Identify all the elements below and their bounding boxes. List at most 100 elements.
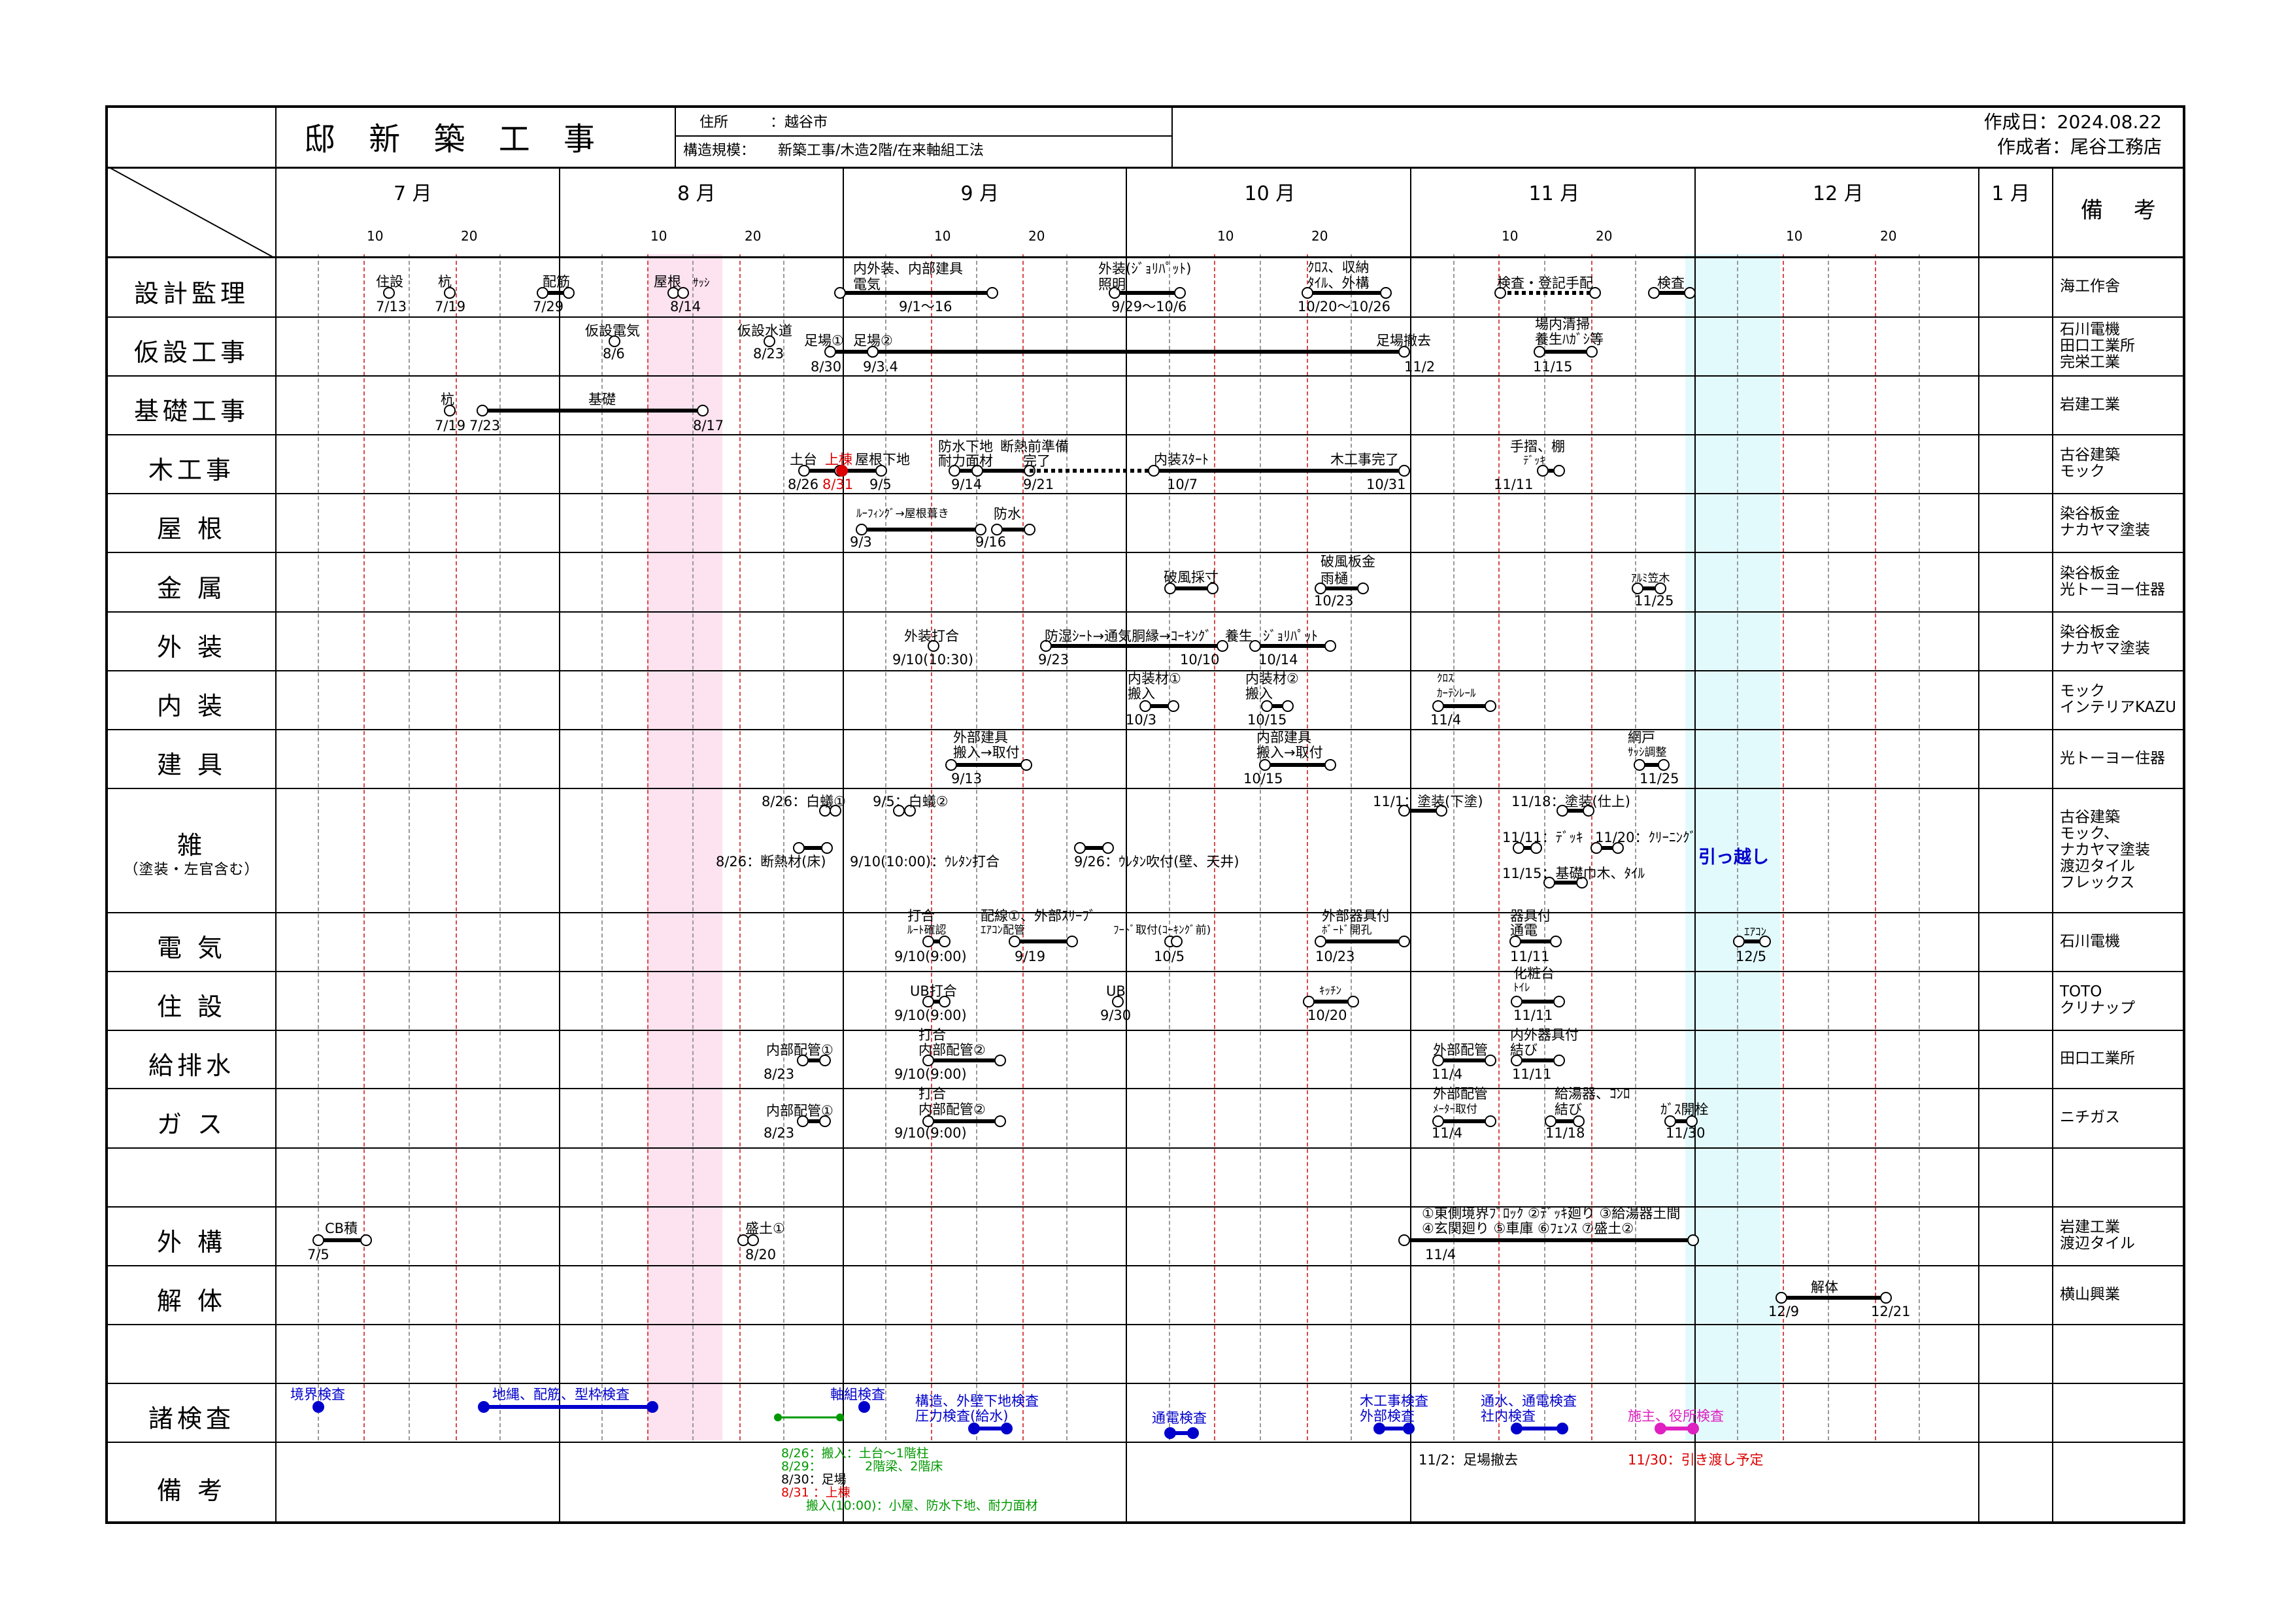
month-divider [559,167,560,1521]
schedule-label: 外部器具付 [1322,908,1390,924]
milestone-marker [1632,583,1643,594]
schedule-label: 8/30：足場 [781,1472,847,1487]
schedule-label: 耐力面材 [938,453,993,469]
milestone-marker [1357,583,1369,594]
milestone-marker [360,1234,372,1246]
schedule-label: 8/14 [670,299,701,314]
schedule-label: ﾃﾞｯｷ [1523,454,1545,467]
milestone-marker [1324,759,1336,771]
day-guide-line [1214,254,1216,1440]
schedule-label: 防水 [994,506,1021,522]
page-title: 邸 新 築 工 事 [304,121,607,158]
schedule-label: 9/23 [1038,652,1069,668]
milestone-marker [444,405,456,416]
schedule-label: 杭 [438,274,452,290]
milestone-marker [975,524,986,535]
schedule-label: 10/7 [1167,477,1198,492]
milestone-marker [1686,1115,1698,1127]
milestone-marker [1373,1423,1385,1434]
milestone-marker [1168,700,1179,712]
milestone-marker [563,287,575,299]
schedule-label: 9/30 [1100,1007,1132,1023]
category-label: 金 属 [156,573,227,603]
month-divider [1126,167,1127,1521]
schedule-label: ﾌｰﾄﾞ取付(ｺｰｷﾝｸﾞ前) [1113,924,1211,937]
remark-text: フレックス [2060,873,2135,891]
schedule-label: 仮設水道 [737,323,792,339]
milestone-marker [922,996,934,1007]
schedule-label: 木工事完了 [1330,452,1399,467]
schedule-label: 打合 [907,908,935,924]
schedule-label: 11/20：ｸﾘｰﾆﾝｸﾞ [1595,830,1697,845]
schedule-label: 9/16 [975,534,1007,550]
schedule-label: 8/31 [822,477,854,492]
day-guide-line [455,254,457,1440]
day-guide-line [1259,254,1261,1440]
milestone-marker [1664,1115,1676,1127]
schedule-label: 仮設電気 [585,323,640,339]
milestone-marker [1553,996,1565,1007]
milestone-marker [834,287,846,299]
milestone-marker [1573,1115,1585,1127]
milestone-marker [1074,842,1086,854]
milestone-marker [1040,640,1052,652]
schedule-label: 軸組検査 [830,1387,885,1402]
schedule-label: 11/11 [1510,949,1550,964]
milestone-marker [858,1401,870,1413]
schedule-label: 11/25 [1640,771,1679,787]
milestone-marker [1398,936,1410,947]
day-tick-label: 10 [934,228,951,244]
schedule-label: 10/31 [1366,477,1406,492]
month-divider [1410,167,1411,1521]
schedule-label: 9/3.4 [863,359,898,375]
milestone-marker [904,805,916,817]
schedule-label: 8/26 [788,477,819,492]
schedule-label: 12/21 [1871,1304,1911,1319]
schedule-label: 11/4 [1432,1125,1463,1141]
schedule-label: 11/2：足場撤去 [1419,1452,1519,1468]
schedule-label: 11/11：ﾃﾞｯｷ [1502,830,1583,845]
month-label: 12 月 [1813,182,1864,205]
milestone-marker [1217,640,1228,652]
schedule-label: 検査 [1657,275,1685,291]
milestone-marker [1347,996,1359,1007]
schedule-label: 外部配管 [1433,1042,1488,1058]
day-guide-line [409,254,411,1440]
schedule-label: ｻｯｼ [693,277,710,290]
schedule-label: 9/3 [850,534,872,550]
schedule-label: 屋根下地 [855,452,910,467]
milestone-marker [922,1115,934,1127]
remark-text: モック [2060,683,2105,700]
day-guide-line [1919,254,1921,1440]
schedule-label: 9/1〜16 [899,299,952,314]
row-divider [108,788,2183,789]
schedule-label: 11/18 [1545,1125,1585,1141]
schedule-frame: 邸 新 築 工 事 住所 ：越谷市 構造規模： 新築工事/木造2階/在来軸組工法… [105,105,2185,1524]
milestone-marker [1648,287,1660,299]
day-guide-line [1022,254,1024,1440]
milestone-marker [1324,640,1336,652]
milestone-marker [1009,936,1020,947]
milestone-marker [1485,1055,1496,1066]
schedule-label: 断熱前準備 [1000,439,1069,454]
milestone-marker [444,287,456,299]
milestone-marker [1556,1423,1568,1434]
remark-text: ナカヤマ塗装 [2060,522,2150,539]
schedule-label: 打合 [918,1086,946,1102]
schedule-label: UB打合 [910,983,957,999]
milestone-marker [994,1115,1006,1127]
schedule-label: 足場撤去 [1376,333,1431,348]
milestone-marker [383,287,395,299]
milestone-marker [1164,583,1176,594]
schedule-label: 8/23 [753,346,784,362]
schedule-label: 7/29 [533,299,564,314]
schedule-label: 解体 [1811,1279,1838,1295]
remark-text: 染谷板金 [2060,505,2120,522]
schedule-label: ﾎﾞｰﾄﾞ開孔 [1322,924,1372,937]
day-guide-line [1453,254,1455,1440]
milestone-marker [1398,805,1410,817]
milestone-marker [793,842,805,854]
milestone-marker [867,346,879,358]
row-divider [108,1442,2183,1443]
structure-label: 構造規模： [683,143,756,159]
